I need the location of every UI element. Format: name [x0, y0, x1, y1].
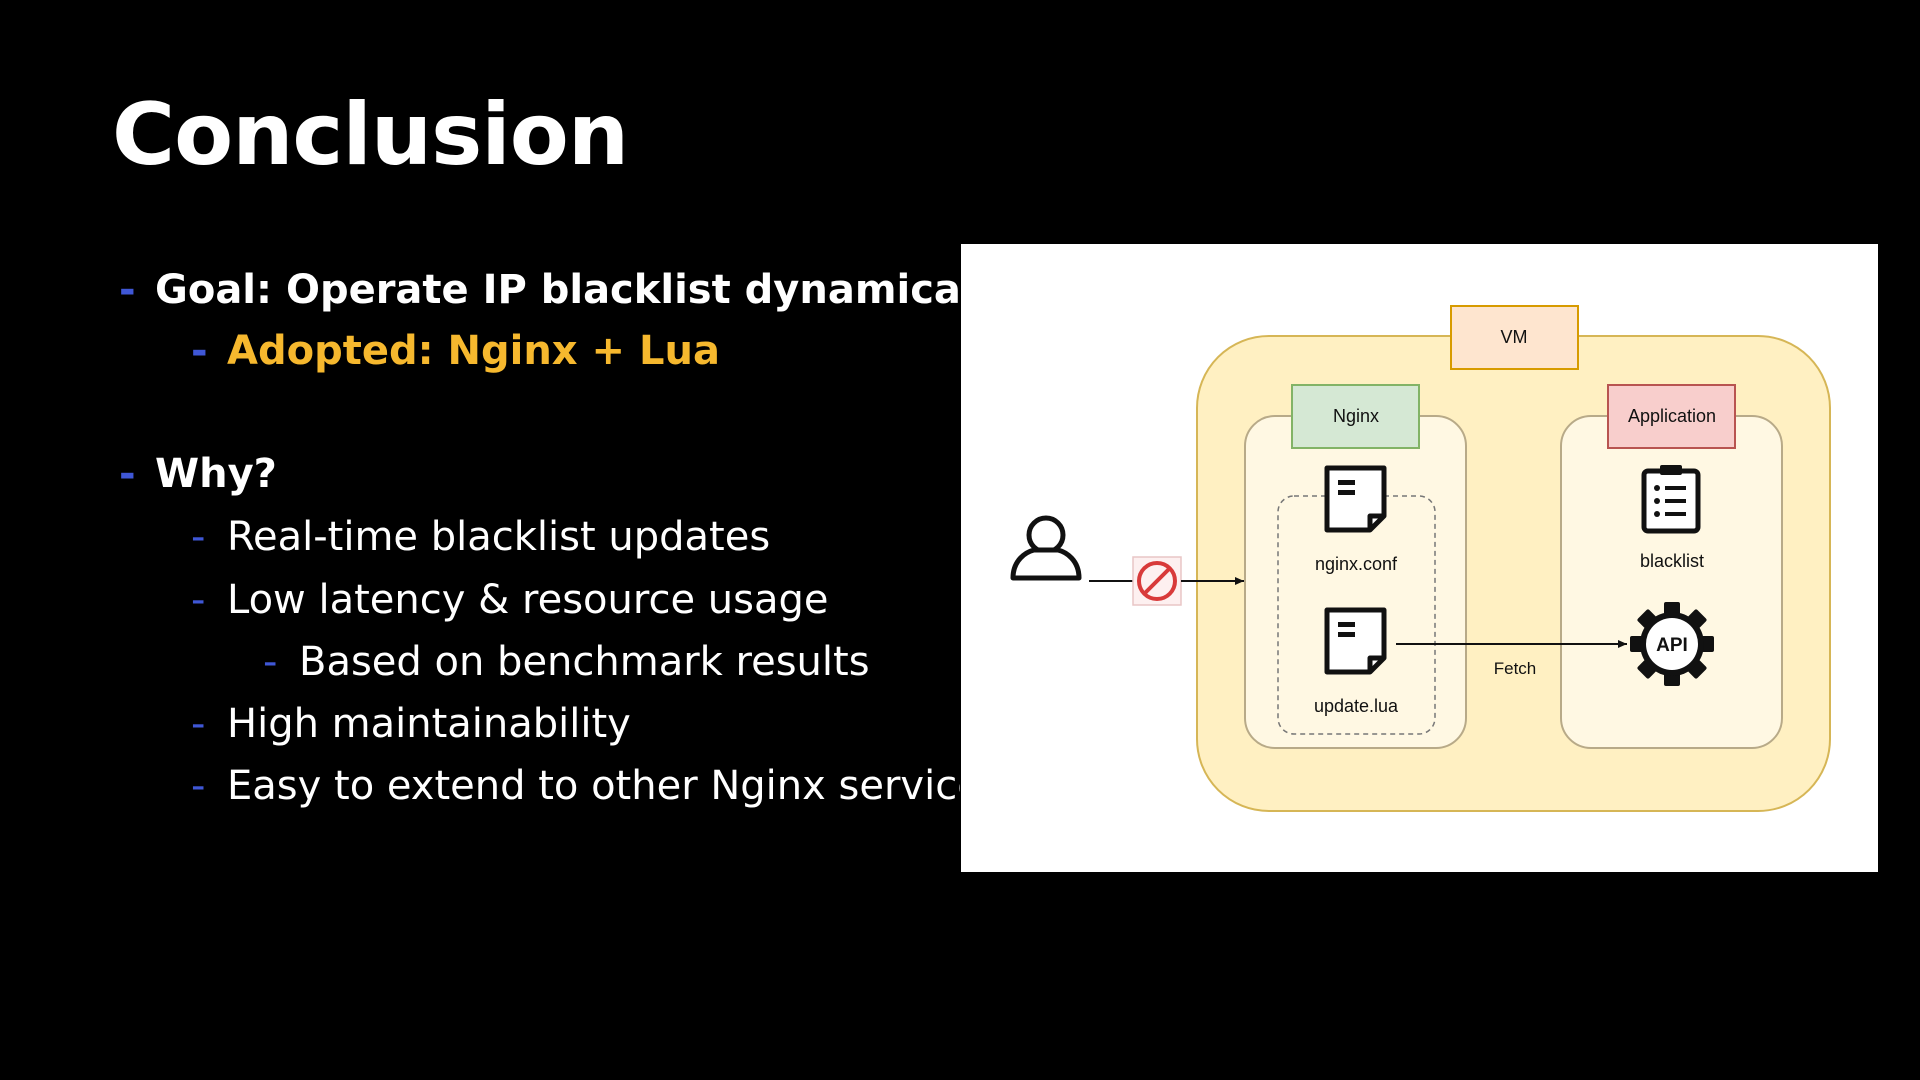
bullet-realtime: -Real-time blacklist updates — [191, 517, 770, 557]
bullet-text: Adopted: Nginx + Lua — [227, 328, 720, 374]
bullet-goal: -Goal: Operate IP blacklist dynamically — [119, 270, 960, 310]
bullet-why: -Why? — [119, 454, 277, 494]
bullet-dash: - — [119, 267, 136, 313]
bullet-dash: - — [191, 328, 208, 374]
user-icon — [1010, 515, 1082, 581]
bullet-text: Easy to extend to other Nginx services — [227, 763, 960, 809]
blacklist-label: blacklist — [1640, 551, 1704, 571]
bullet-dash: - — [191, 701, 206, 747]
application-label: Application — [1628, 406, 1716, 426]
bullet-text: Low latency & resource usage — [227, 577, 829, 623]
bullet-list: -Goal: Operate IP blacklist dynamically … — [119, 270, 960, 806]
block-icon — [1132, 556, 1182, 606]
nginx-conf-label: nginx.conf — [1315, 554, 1398, 574]
bullet-latency: -Low latency & resource usage — [191, 580, 828, 620]
application-label-box — [1607, 384, 1736, 449]
bullet-text: Goal: Operate IP blacklist dynamically — [155, 267, 960, 313]
nginx-files-group — [1277, 495, 1436, 735]
nginx-label: Nginx — [1333, 406, 1379, 426]
bullet-text: Based on benchmark results — [299, 639, 870, 685]
fetch-label: Fetch — [1494, 659, 1537, 678]
bullet-dash: - — [263, 639, 278, 685]
slide-title: Conclusion — [112, 85, 629, 185]
bullet-dash: - — [119, 451, 136, 497]
bullet-dash: - — [191, 514, 206, 560]
diagram-canvas: VM Nginx Application nginx.conf update.l… — [1010, 305, 1831, 812]
document-icon — [1324, 465, 1387, 533]
api-label: API — [1656, 635, 1688, 656]
bullet-dash: - — [191, 763, 206, 809]
api-gear-icon: API — [1630, 602, 1714, 686]
architecture-diagram: VM Nginx Application nginx.conf update.l… — [961, 244, 1878, 872]
bullet-text: High maintainability — [227, 701, 631, 747]
clipboard-list-icon — [1641, 465, 1701, 534]
bullet-maintainability: -High maintainability — [191, 704, 631, 744]
bullet-adopted: -Adopted: Nginx + Lua — [191, 331, 720, 371]
bullet-text: Real-time blacklist updates — [227, 514, 771, 560]
vm-label-box — [1450, 305, 1579, 370]
nginx-label-box — [1291, 384, 1420, 449]
bullet-text: Why? — [155, 451, 277, 497]
update-lua-label: update.lua — [1314, 696, 1399, 716]
vm-label: VM — [1501, 327, 1528, 347]
bullet-benchmark: -Based on benchmark results — [263, 642, 870, 682]
bullet-dash: - — [191, 577, 206, 623]
document-icon — [1324, 607, 1387, 675]
bullet-extend: -Easy to extend to other Nginx services — [191, 766, 960, 806]
